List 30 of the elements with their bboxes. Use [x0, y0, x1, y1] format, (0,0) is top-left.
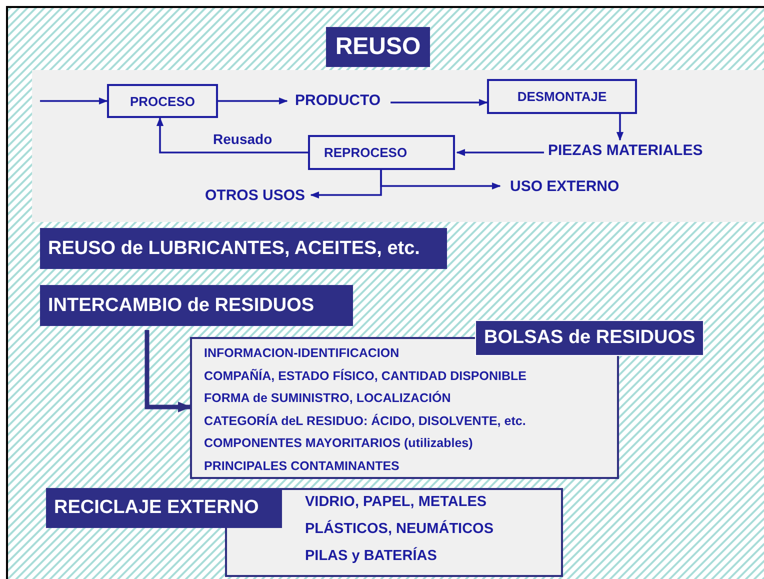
list-item: COMPONENTES MAYORITARIOS (utilizables): [204, 436, 473, 450]
arrow: [390, 98, 488, 106]
list-item: PLÁSTICOS, NEUMÁTICOS: [305, 521, 494, 537]
arrow: [616, 114, 624, 141]
flow-label: PRODUCTO: [295, 92, 381, 109]
process-box: PROCESO: [107, 84, 218, 118]
arrow: [456, 148, 544, 156]
title-banner: REUSO: [326, 27, 430, 67]
process-box: REPROCESO: [308, 135, 455, 170]
list-item: COMPAÑÍA, ESTADO FÍSICO, CANTIDAD DISPONIBLE: [204, 368, 526, 382]
list-item: FORMA de SUMINISTRO, LOCALIZACIÓN: [204, 391, 451, 405]
heading-banner: RECICLAJE EXTERNO: [46, 488, 282, 528]
arrow: [218, 97, 288, 105]
process-box: DESMONTAJE: [487, 79, 637, 114]
arrow: [380, 170, 501, 190]
list-item: CATEGORÍA deL RESIDUO: ÁCIDO, DISOLVENTE, etc.: [204, 414, 526, 428]
arrow: [40, 97, 108, 105]
list-item: VIDRIO, PAPEL, METALES: [305, 494, 487, 510]
heading-banner: BOLSAS de RESIDUOS: [475, 320, 704, 356]
edge-label: Reusado: [213, 131, 272, 147]
arrow: [156, 117, 308, 154]
heading-banner: INTERCAMBIO de RESIDUOS: [40, 285, 353, 326]
list-item: PRINCIPALES CONTAMINANTES: [204, 458, 400, 472]
flow-label: USO EXTERNO: [510, 178, 620, 195]
list-item: PILAS y BATERÍAS: [305, 548, 437, 564]
heading-banner: REUSO de LUBRICANTES, ACEITES, etc.: [40, 228, 447, 269]
list-item: INFORMACION-IDENTIFICACION: [204, 346, 400, 360]
flow-label: PIEZAS MATERIALES: [548, 142, 703, 159]
arrow: [144, 330, 192, 412]
flow-label: OTROS USOS: [205, 187, 306, 204]
